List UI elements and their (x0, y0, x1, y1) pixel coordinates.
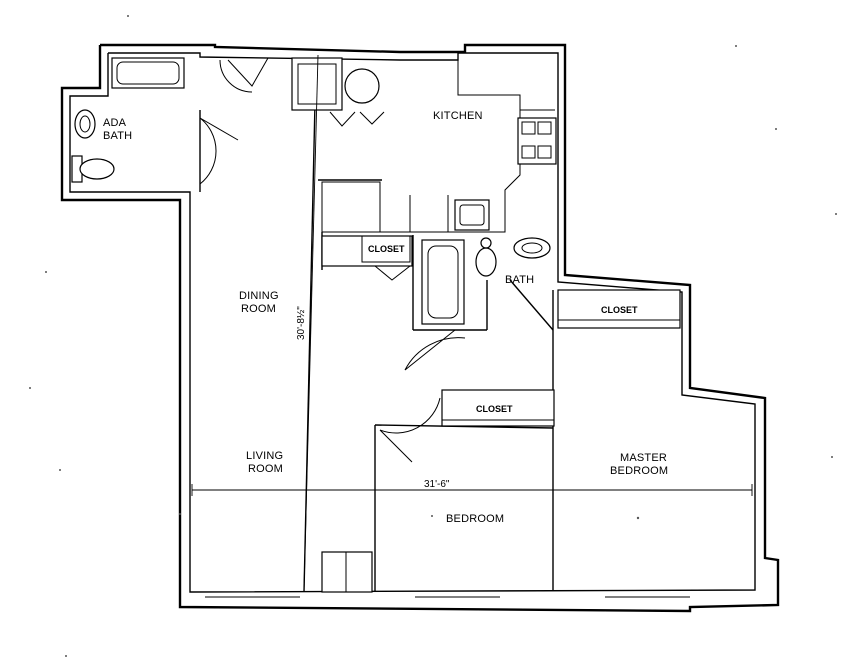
hall-closet-outline (321, 235, 413, 281)
exterior-wall (60, 43, 780, 613)
vertical-dimension-label: 30'-8½" (296, 306, 307, 340)
bath-fixtures (404, 237, 551, 371)
bedroom-closet-label: CLOSET (476, 404, 513, 414)
ada-bath-label-line2: BATH (103, 130, 132, 142)
kitchen-fixtures (291, 57, 557, 233)
master-bedroom-label-line2: BEDROOM (610, 465, 668, 477)
dining-room-label-line2: ROOM (241, 303, 276, 315)
kitchen-label: KITCHEN (433, 110, 483, 122)
dimension-lines (191, 54, 753, 591)
bottom-details (205, 551, 690, 598)
entry-door (219, 57, 269, 93)
horizontal-dimension-label: 31'-6" (424, 479, 450, 490)
bath-label: BATH (505, 274, 534, 286)
bedroom-label: BEDROOM (446, 513, 504, 525)
scan-specks (29, 15, 837, 657)
ada-bath-label-line1: ADA (103, 117, 127, 129)
dining-room-label-line1: DINING (239, 290, 279, 302)
bedroom-closet-outline (379, 389, 555, 463)
hall-closet-label: CLOSET (368, 244, 405, 254)
master-closet-outline (557, 289, 681, 329)
master-bedroom-label-line1: MASTER (620, 452, 667, 464)
living-room-label-line1: LIVING (246, 450, 283, 462)
master-closet-label: CLOSET (601, 305, 638, 315)
ada-bath-fixtures (71, 57, 239, 192)
interior-partitions (303, 57, 554, 593)
living-room-label-line2: ROOM (248, 463, 283, 475)
